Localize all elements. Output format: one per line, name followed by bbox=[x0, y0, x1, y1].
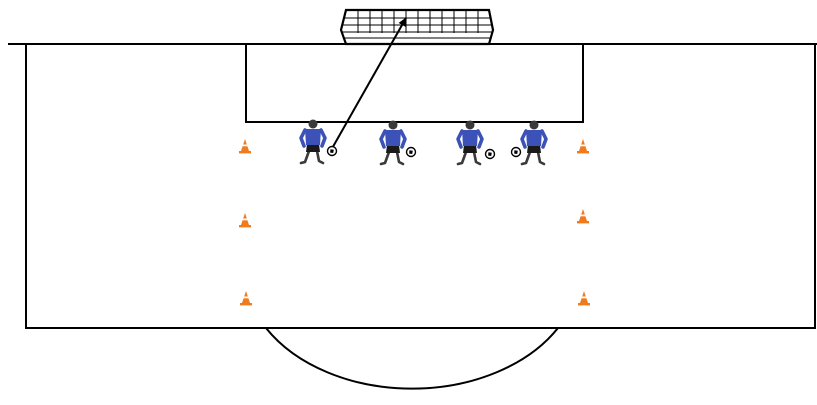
player-icon bbox=[381, 121, 405, 165]
player-icon bbox=[522, 121, 546, 165]
goal-net bbox=[341, 10, 493, 44]
cone-icon bbox=[239, 139, 251, 153]
cone-icon bbox=[578, 291, 590, 305]
ball-icon bbox=[486, 150, 495, 159]
penalty-arc bbox=[266, 328, 558, 389]
goal-area-box bbox=[246, 44, 583, 122]
ball-icon bbox=[328, 147, 337, 156]
ball-icon bbox=[407, 148, 416, 157]
pitch-boundary bbox=[26, 44, 815, 328]
cone-icon bbox=[239, 213, 251, 227]
player-icon bbox=[301, 120, 325, 164]
ball-icon bbox=[512, 148, 521, 157]
cone-icon bbox=[577, 209, 589, 223]
cone-icon bbox=[577, 139, 589, 153]
player-icon bbox=[458, 121, 482, 165]
cone-icon bbox=[240, 291, 252, 305]
